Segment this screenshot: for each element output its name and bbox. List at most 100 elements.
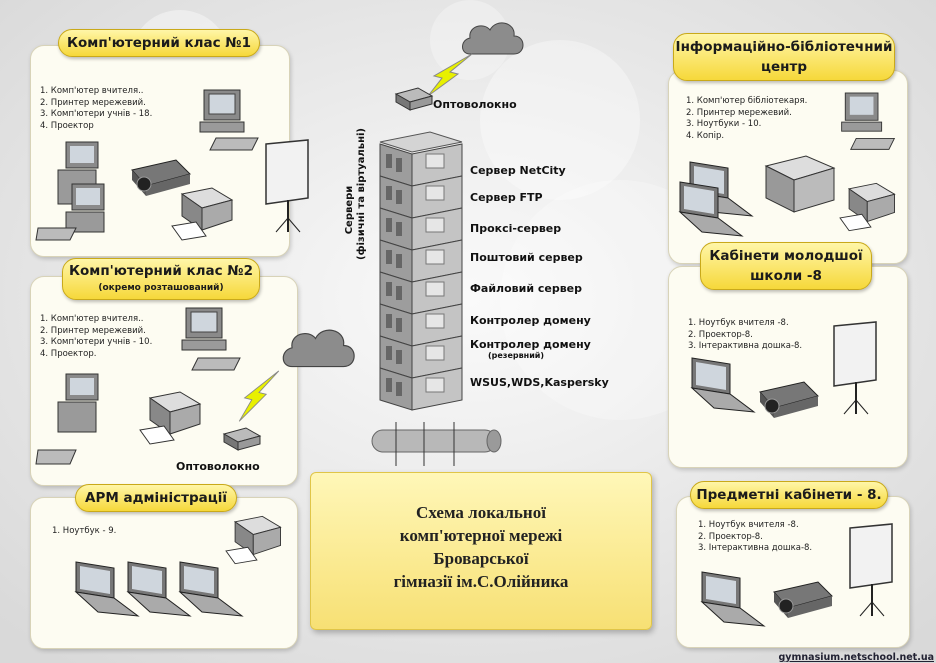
list-item: 2. Принтер мережевий. xyxy=(40,325,146,336)
server-label-text: Проксі-сервер xyxy=(470,222,562,235)
copier-icon xyxy=(764,155,836,213)
list-item: 3. Інтерактивна дошка-8. xyxy=(688,341,803,351)
panel-title-text: центр xyxy=(761,59,807,75)
server-label: Проксі-сервер xyxy=(470,222,561,235)
fiber-label-left: Оптоволокно xyxy=(176,460,260,473)
server-unit xyxy=(379,335,463,379)
panel-title-subject-rooms: Предметні кабінети - 8. xyxy=(690,481,888,509)
servers-vertical-line1: Сервери xyxy=(344,185,355,235)
student-computers-icon xyxy=(35,373,99,465)
panel-title-arm-admin: АРМ адміністрації xyxy=(75,484,237,512)
list-item: 1. Ноутбук вчителя -8. xyxy=(688,318,789,328)
server-label: WSUS,WDS,Kaspersky xyxy=(470,376,609,389)
equipment-list-arm-admin: 1. Ноутбук - 9. xyxy=(52,526,116,538)
laptop-icon xyxy=(74,561,140,617)
server-label-text: Сервер NetCity xyxy=(470,164,566,177)
server-label-text: Сервер FTP xyxy=(470,191,543,204)
diagram-title-line: Броварської xyxy=(433,549,529,568)
lightning-link-icon xyxy=(238,370,280,422)
server-label-text: Контролер домену xyxy=(470,338,591,351)
equipment-list-subject-rooms: 1. Ноутбук вчителя -8. 2. Проектор-8. 3.… xyxy=(698,520,812,555)
equipment-list-library: 1. Комп'ютер бібліотекаря. 2. Принтер ме… xyxy=(686,96,807,142)
router-icon xyxy=(222,427,262,451)
internet-cloud-icon xyxy=(282,329,355,368)
list-item: 4. Проектор. xyxy=(40,348,97,359)
server-label: Контролер домену xyxy=(470,314,591,327)
equipment-list-class-1: 1. Комп'ютер вчителя.. 2. Принтер мереже… xyxy=(40,86,152,132)
panel-title-junior-school: Кабінети молодшої школи -8 xyxy=(700,242,872,290)
list-item: 4. Проектор xyxy=(40,120,94,131)
list-item: 1. Ноутбук вчителя -8. xyxy=(698,520,799,530)
list-item: 3. Комп'ютери учнів - 18. xyxy=(40,109,153,119)
panel-title-text: Комп'ютерний клас №2 xyxy=(68,263,254,279)
list-item: 2. Проектор-8. xyxy=(698,531,763,542)
list-item: 3. Ноутбуки - 10. xyxy=(686,119,762,129)
laptop-icon xyxy=(178,561,244,617)
interactive-board-icon xyxy=(833,321,877,415)
list-item: 3. Інтерактивна дошка-8. xyxy=(698,543,813,553)
server-label: Сервер FTP xyxy=(470,191,543,204)
equipment-list-junior-school: 1. Ноутбук вчителя -8. 2. Проектор-8. 3.… xyxy=(688,318,802,353)
server-unit xyxy=(379,143,463,187)
diagram-title-line: Схема локальної xyxy=(416,503,546,522)
internet-cloud-icon xyxy=(462,22,524,55)
panel-title-computer-class-2: Комп'ютерний клас №2 (окремо розташовани… xyxy=(62,258,260,300)
server-unit xyxy=(379,207,463,251)
network-printer-icon xyxy=(839,182,896,232)
fiber-label-top: Оптоволокно xyxy=(433,98,517,111)
list-item: 2. Проектор-8. xyxy=(688,329,753,340)
server-label-text: Поштовий сервер xyxy=(470,251,583,264)
servers-vertical-line2: (фізичні та віртуальні) xyxy=(356,128,367,260)
list-item: 1. Комп'ютер вчителя.. xyxy=(40,314,144,324)
interactive-board-icon xyxy=(849,523,893,617)
network-printer-icon xyxy=(171,187,234,241)
server-label-text: Контролер домену xyxy=(470,314,591,327)
server-unit xyxy=(379,175,463,219)
list-item: 3. Комп'ютери учнів - 10. xyxy=(40,337,153,347)
router-icon xyxy=(394,87,434,111)
panel-title-text: Інформаційно-бібліотечний xyxy=(675,39,893,55)
server-label: Файловий сервер xyxy=(470,282,582,295)
server-label-text: WSUS,WDS,Kaspersky xyxy=(470,376,609,389)
list-item: 1. Ноутбук - 9. xyxy=(52,526,117,536)
list-item: 4. Копір. xyxy=(686,130,725,141)
projector-icon xyxy=(131,159,191,196)
teacher-computer-icon xyxy=(181,307,241,371)
network-printer-icon xyxy=(139,391,202,445)
printer-icon xyxy=(225,515,282,565)
list-item: 1. Комп'ютер вчителя.. xyxy=(40,86,144,96)
equipment-list-class-2: 1. Комп'ютер вчителя.. 2. Принтер мереже… xyxy=(40,314,152,360)
panel-title-text: Кабінети молодшої xyxy=(709,248,863,264)
panel-title-library: Інформаційно-бібліотечний центр xyxy=(673,33,895,81)
librarian-computer-icon xyxy=(841,92,896,150)
server-label: Контролер домену(резервний) xyxy=(470,338,591,360)
laptop-icon xyxy=(700,571,766,627)
diagram-title-line: гімназії ім.С.Олійника xyxy=(393,572,569,591)
student-computers-icon xyxy=(35,141,105,241)
projector-icon xyxy=(759,381,819,418)
list-item: 2. Принтер мережевий. xyxy=(686,107,792,118)
teacher-computer-icon xyxy=(199,89,259,151)
server-unit xyxy=(379,367,463,411)
laptops-icon xyxy=(678,161,754,237)
server-unit xyxy=(379,271,463,315)
server-label-note: (резервний) xyxy=(488,351,545,360)
panel-subtitle-text: (окремо розташований) xyxy=(98,283,224,293)
projector-icon xyxy=(773,581,833,618)
diagram-title-box: Схема локальної комп'ютерної мережі Бров… xyxy=(310,472,652,630)
server-label: Поштовий сервер xyxy=(470,251,583,264)
network-backbone-icon xyxy=(371,422,502,466)
diagram-title-line: комп'ютерної мережі xyxy=(399,526,563,545)
projection-screen-icon xyxy=(265,139,309,233)
servers-vertical-label: Сервери (фізичні та віртуальні) xyxy=(344,128,368,260)
laptop-icon xyxy=(126,561,192,617)
list-item: 2. Принтер мережевий. xyxy=(40,97,146,108)
panel-title-computer-class-1: Комп'ютерний клас №1 xyxy=(58,29,260,57)
server-label-text: Файловий сервер xyxy=(470,282,583,295)
server-rack-icon xyxy=(379,131,463,411)
laptop-icon xyxy=(690,357,756,413)
footer-url: gymnasium.netschool.net.ua xyxy=(778,652,935,663)
server-label: Сервер NetCity xyxy=(470,164,566,177)
panel-title-text: школи -8 xyxy=(750,268,822,284)
list-item: 1. Комп'ютер бібліотекаря. xyxy=(686,96,808,106)
